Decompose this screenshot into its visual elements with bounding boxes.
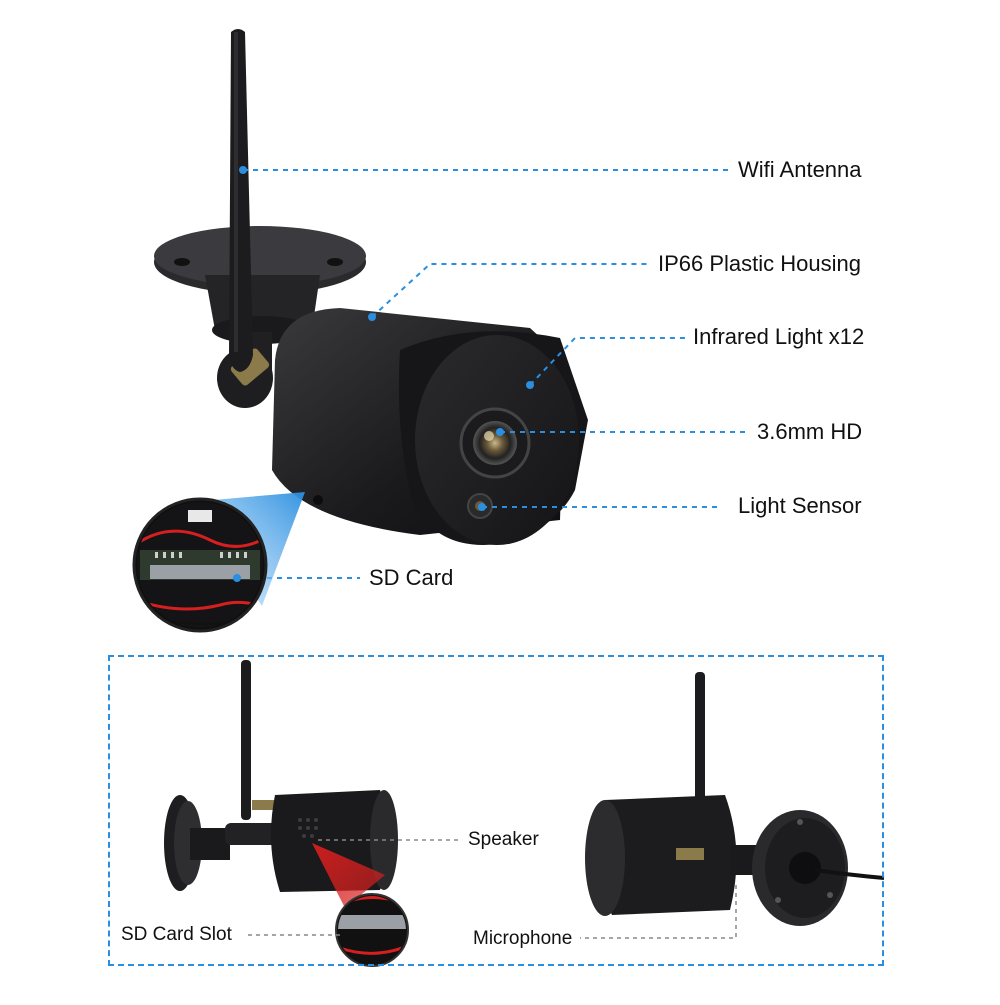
main-camera bbox=[154, 29, 588, 545]
sd-card-label: SD Card bbox=[369, 565, 454, 590]
rear-camera bbox=[585, 672, 885, 926]
microphone-label: Microphone bbox=[473, 928, 573, 949]
infrared-label: Infrared Light x12 bbox=[693, 324, 865, 349]
rear-callout-lines bbox=[580, 885, 737, 939]
sd-card-magnifier bbox=[132, 492, 305, 633]
side-callout-lines bbox=[248, 839, 462, 936]
light-sensor-label: Light Sensor bbox=[738, 493, 862, 518]
speaker-label: Speaker bbox=[468, 829, 539, 850]
callout-lines bbox=[237, 169, 745, 579]
housing-leader bbox=[371, 263, 648, 318]
lens-label: 3.6mm HD bbox=[757, 419, 863, 444]
side-camera bbox=[164, 660, 409, 967]
callout-dots bbox=[239, 166, 534, 511]
infrared-leader bbox=[529, 337, 690, 386]
housing-label: IP66 Plastic Housing bbox=[658, 251, 861, 276]
wifi-antenna-label: Wifi Antenna bbox=[738, 157, 862, 182]
detail-panel bbox=[108, 655, 884, 966]
sd-card-slot-label: SD Card Slot bbox=[121, 924, 232, 945]
